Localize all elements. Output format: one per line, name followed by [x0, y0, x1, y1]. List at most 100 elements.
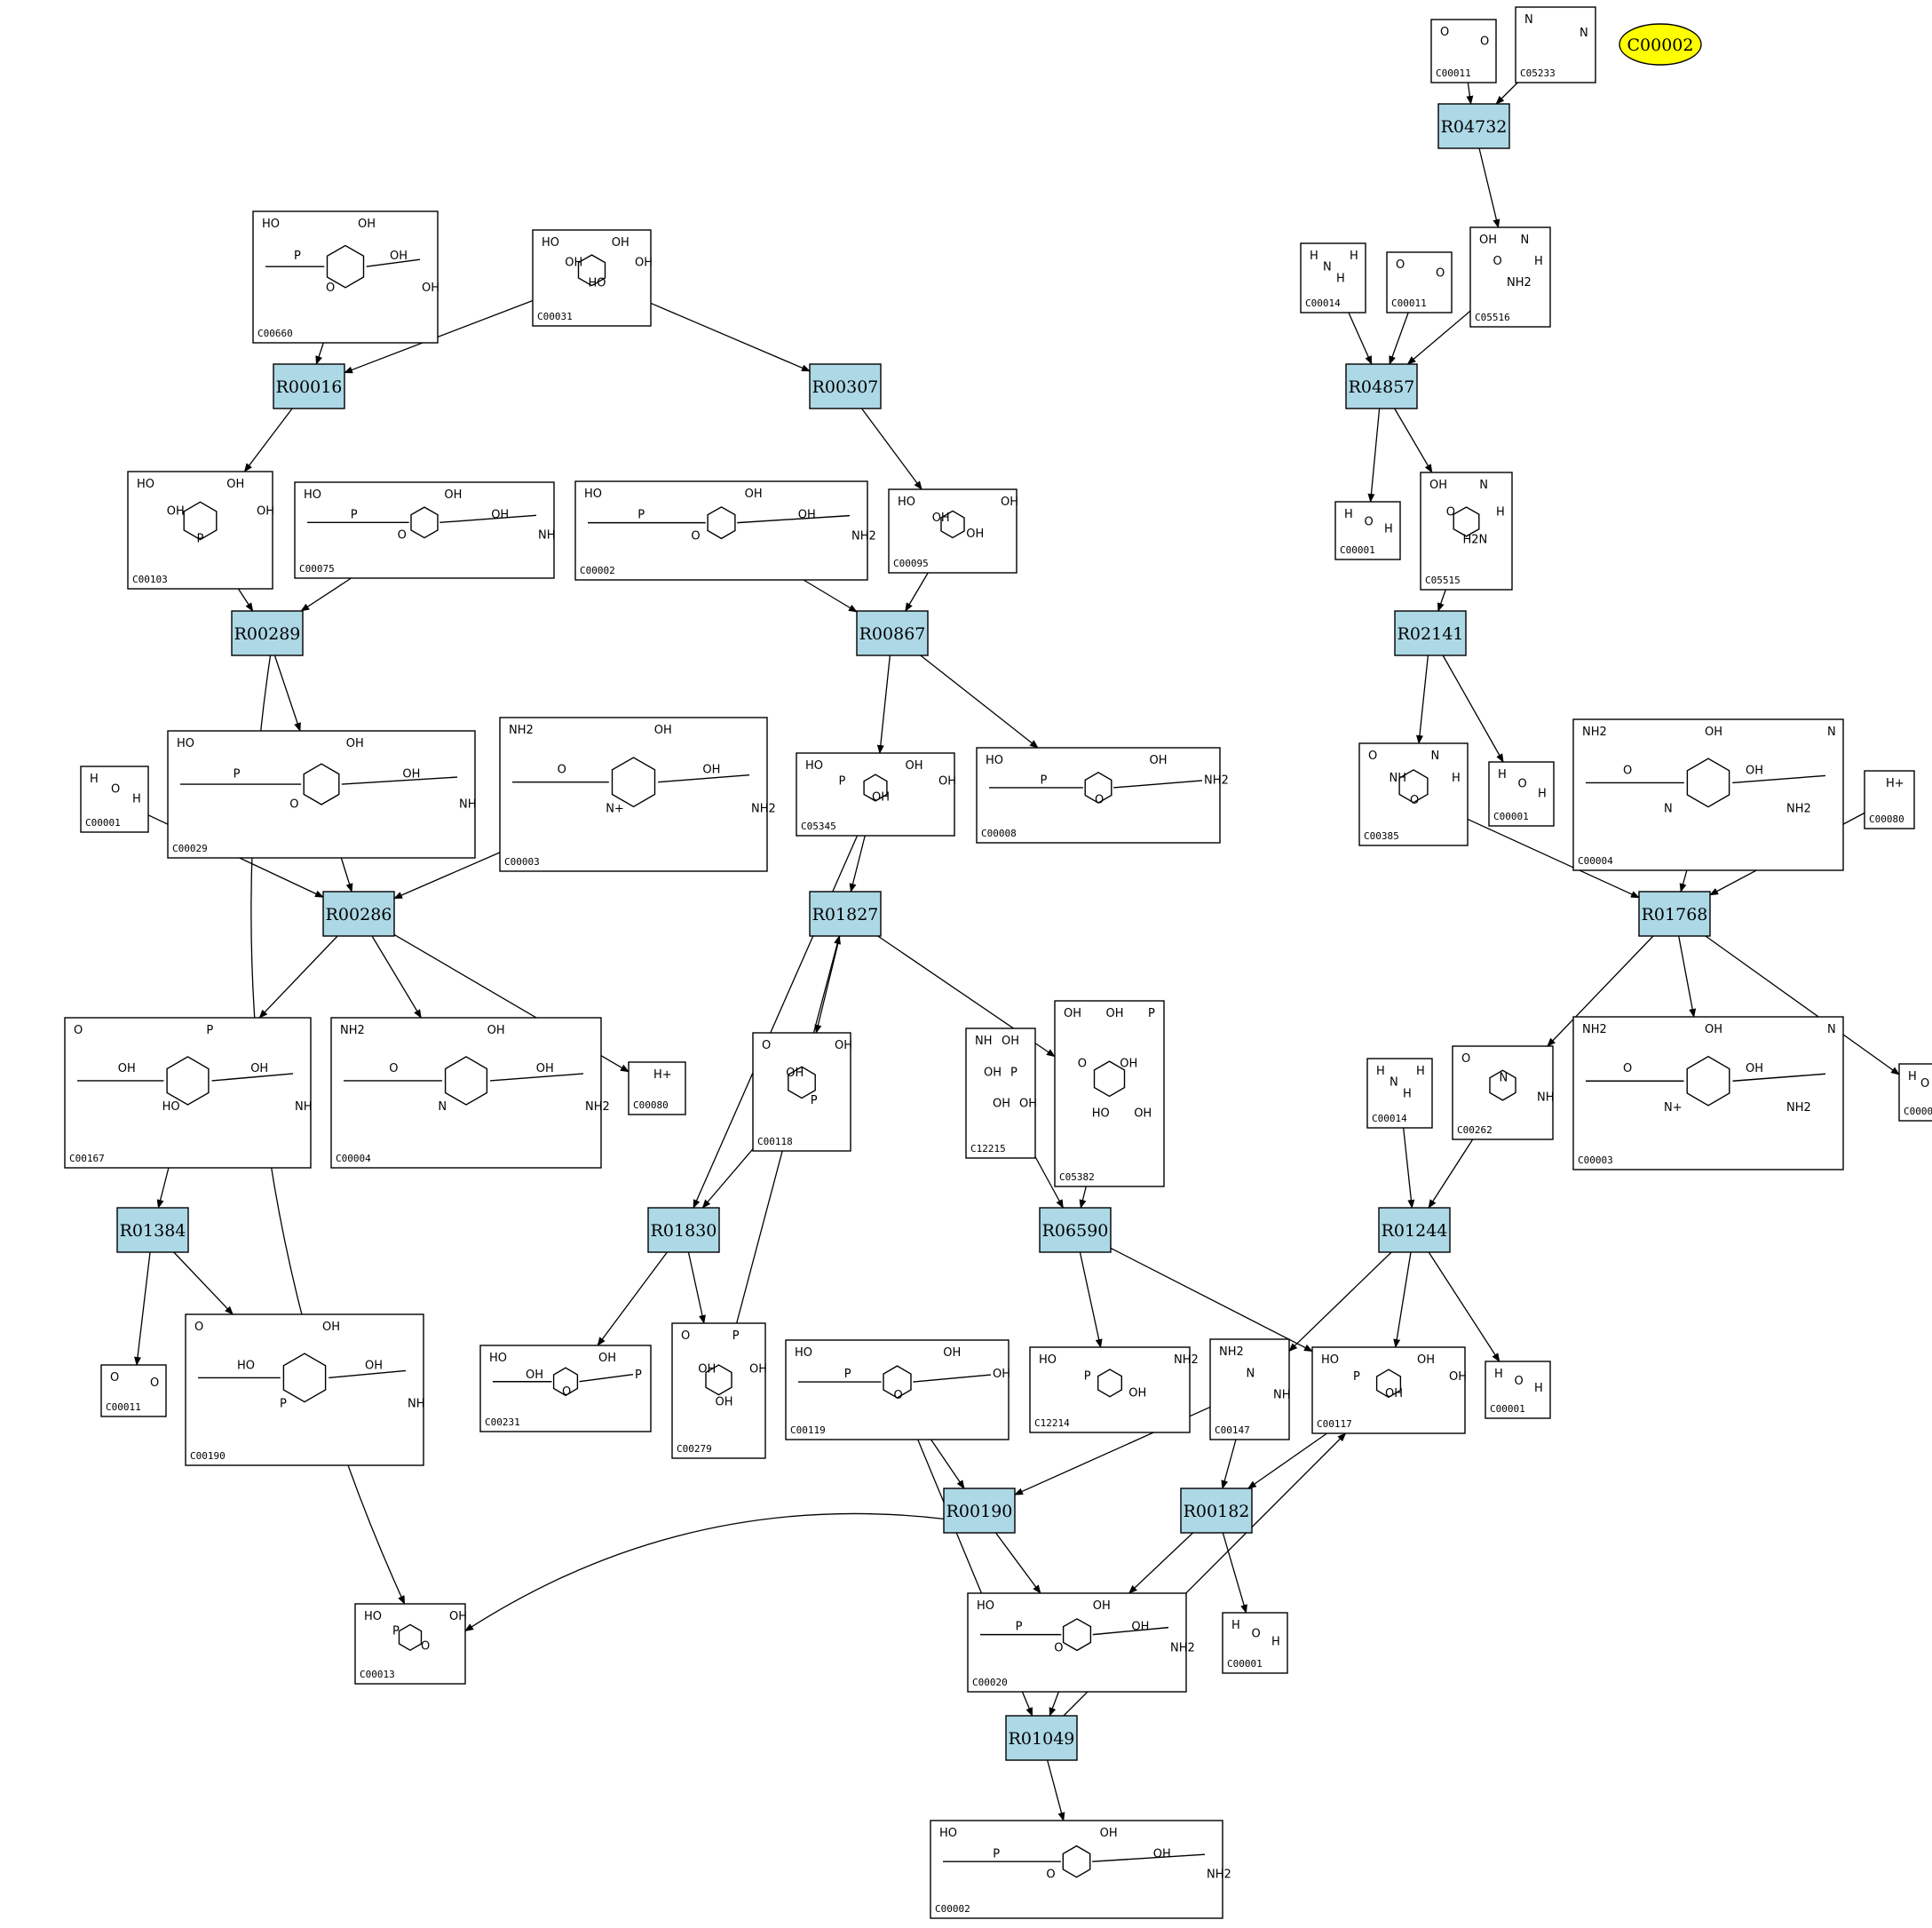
compound-box[interactable]: [1485, 1361, 1551, 1419]
reaction-box[interactable]: [116, 1207, 189, 1253]
compound-box[interactable]: [1300, 242, 1366, 313]
compound-box[interactable]: [1488, 761, 1555, 827]
reaction-node-R00182[interactable]: R00182: [1180, 1488, 1253, 1534]
compound-box[interactable]: [1029, 1346, 1191, 1433]
compound-box[interactable]: [499, 717, 768, 872]
compound-box[interactable]: [1420, 472, 1513, 591]
reaction-box[interactable]: [647, 1207, 720, 1253]
compound-box[interactable]: [1452, 1045, 1554, 1140]
reaction-node-R01768[interactable]: R01768: [1638, 891, 1711, 937]
compound-box[interactable]: [294, 481, 555, 579]
compound-box[interactable]: [354, 1603, 466, 1685]
reaction-node-R04732[interactable]: R04732: [1437, 103, 1510, 149]
compound-box[interactable]: [1572, 1016, 1844, 1170]
compound-box[interactable]: [185, 1313, 424, 1466]
compound-box[interactable]: [80, 766, 149, 833]
compound-box[interactable]: [1366, 1058, 1433, 1129]
compound-box[interactable]: [967, 1592, 1187, 1693]
compound-box[interactable]: [1358, 742, 1469, 846]
reaction-node-R01049[interactable]: R01049: [1005, 1715, 1078, 1761]
compound-box[interactable]: [1386, 251, 1453, 313]
reaction-node-R01827[interactable]: R01827: [809, 891, 882, 937]
compound-box[interactable]: [1209, 1338, 1290, 1440]
compound-box[interactable]: [252, 210, 439, 344]
compound-box[interactable]: [628, 1061, 686, 1115]
reaction-node-R02141[interactable]: R02141: [1394, 610, 1467, 656]
compound-box[interactable]: [1572, 718, 1844, 871]
reaction-box[interactable]: [1039, 1207, 1112, 1253]
compound-box[interactable]: [930, 1820, 1223, 1919]
highlight-compound-node[interactable]: [1619, 23, 1702, 66]
compound-box[interactable]: [671, 1322, 766, 1459]
compound-box[interactable]: [1222, 1612, 1288, 1674]
reaction-box[interactable]: [1437, 103, 1510, 149]
compound-box[interactable]: [1515, 6, 1596, 83]
reaction-node-R01244[interactable]: R01244: [1378, 1207, 1451, 1253]
reaction-box[interactable]: [943, 1488, 1016, 1534]
compound-box[interactable]: [1430, 19, 1497, 83]
compound-box[interactable]: [965, 1027, 1036, 1159]
compound-box[interactable]: [1898, 1063, 1932, 1122]
reaction-node-R00289[interactable]: R00289: [231, 610, 304, 656]
reaction-node-R01384[interactable]: R01384: [116, 1207, 189, 1253]
reaction-box[interactable]: [1638, 891, 1711, 937]
reaction-box[interactable]: [809, 363, 882, 409]
compound-box[interactable]: [330, 1017, 602, 1169]
compound-box[interactable]: [752, 1032, 851, 1152]
compound-box[interactable]: [64, 1017, 312, 1169]
reaction-node-R04857[interactable]: R04857: [1345, 363, 1418, 409]
compound-box[interactable]: [479, 1345, 652, 1432]
compound-node-c00080_b[interactable]: H+C00080: [628, 1061, 686, 1115]
reaction-box[interactable]: [1005, 1715, 1078, 1761]
compound-box[interactable]: [796, 752, 955, 837]
compound-box[interactable]: [532, 229, 652, 327]
reaction-node-R00016[interactable]: R00016: [273, 363, 345, 409]
compound-node-c00080_a[interactable]: H+C00080: [1864, 770, 1915, 829]
compound-box[interactable]: [1334, 501, 1401, 560]
compound-box[interactable]: [127, 471, 273, 590]
reaction-node-R01830[interactable]: R01830: [647, 1207, 720, 1253]
reaction-node-R06590[interactable]: R06590: [1039, 1207, 1112, 1253]
reaction-node-R00307[interactable]: R00307: [809, 363, 882, 409]
reaction-box[interactable]: [322, 891, 395, 937]
reaction-node-R00286[interactable]: R00286: [322, 891, 395, 937]
reaction-node-R00867[interactable]: R00867: [856, 610, 929, 656]
reaction-box[interactable]: [231, 610, 304, 656]
compound-box[interactable]: [976, 747, 1221, 844]
compound-box[interactable]: [1864, 770, 1915, 829]
